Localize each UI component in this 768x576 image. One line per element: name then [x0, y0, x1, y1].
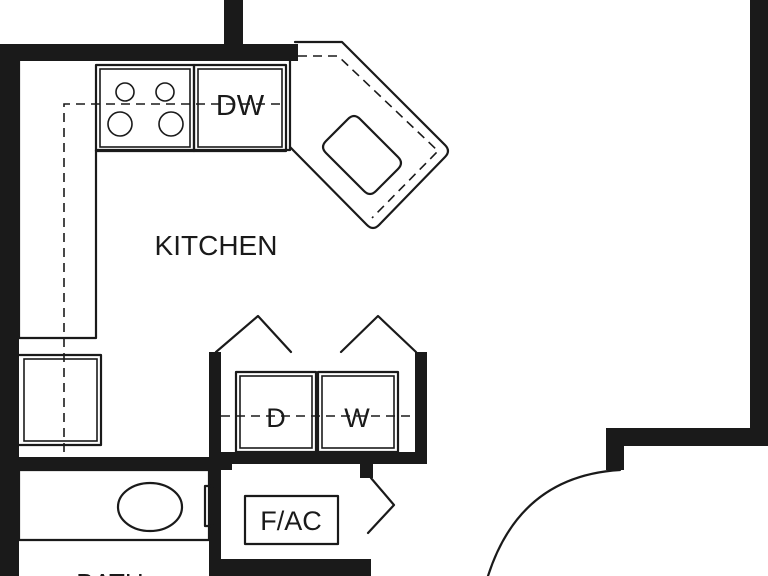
dryer-label: D — [266, 403, 286, 433]
wall-top-stub — [224, 0, 243, 48]
dishwasher-label: DW — [216, 90, 265, 122]
wall-fac-stub — [360, 464, 373, 478]
counter-peninsula-dash — [298, 55, 440, 219]
door-swing-arc — [486, 468, 622, 576]
dishwasher-outline — [192, 63, 288, 153]
wall-right — [606, 0, 768, 470]
wall-left — [0, 44, 19, 576]
range-inner — [99, 68, 191, 148]
dishwasher: DW — [192, 63, 288, 153]
sink — [321, 114, 403, 196]
vanity-outline — [17, 468, 211, 542]
fac-box — [243, 494, 340, 546]
burner-icon — [107, 111, 133, 137]
laundry-door-right — [339, 314, 418, 354]
washer-label: W — [344, 403, 370, 433]
dryer-inner — [239, 375, 313, 449]
countertops — [17, 40, 450, 452]
sink-basin — [321, 114, 403, 196]
fac-closet: F/AC — [243, 476, 396, 546]
dishwasher-inner — [197, 68, 283, 148]
fac-label: F/AC — [260, 506, 322, 536]
dryer-outline — [234, 370, 318, 454]
laundry-door-left — [214, 314, 293, 354]
counter-lower-inner — [23, 358, 98, 442]
wall-laundry-right — [415, 352, 427, 459]
wall-bath-bottom — [221, 559, 371, 576]
counter-l-shape — [17, 59, 292, 340]
washer-inner — [321, 375, 395, 449]
burner-icon — [115, 82, 135, 102]
wall-laundry-bottom — [209, 452, 427, 464]
wall-top — [0, 44, 298, 61]
washer-outline — [316, 370, 400, 454]
sink-bowl — [116, 481, 184, 533]
counter-peninsula — [288, 40, 450, 230]
burner-icon — [155, 82, 175, 102]
counter-dashed-edge — [63, 103, 286, 452]
bath: BATH — [17, 468, 217, 576]
bath-label: BATH — [76, 568, 143, 576]
wall-kitchen-bath — [0, 457, 232, 470]
burner-icon — [158, 111, 184, 137]
range-outline — [94, 63, 196, 153]
kitchen-label: KITCHEN — [155, 230, 278, 261]
laundry: D W — [214, 314, 418, 454]
counter-lower — [17, 353, 103, 447]
fac-door — [366, 476, 396, 535]
range — [94, 63, 196, 153]
bath-cabinet — [203, 484, 217, 528]
